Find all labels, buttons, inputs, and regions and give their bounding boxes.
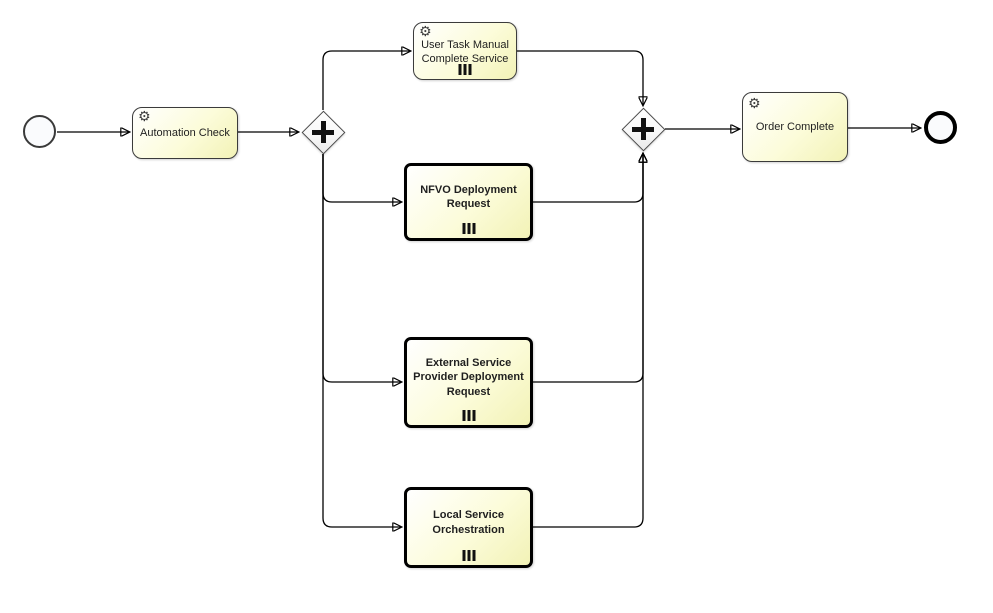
flow-split-gateway-to-nfvo (322, 154, 401, 202)
task-user-task-manual-complete-service[interactable]: ⚙ User Task Manual Complete Service (413, 22, 517, 80)
flow-split-gateway-to-external-service (322, 154, 401, 382)
task-label: External Service Provider Deployment Req… (413, 357, 524, 398)
plus-icon (640, 118, 646, 140)
task-local-service-orchestration[interactable]: Local Service Orchestration (404, 487, 533, 568)
flow-split-gateway-to-local-service (322, 154, 401, 527)
multi-instance-parallel-marker (462, 223, 475, 234)
task-label: Order Complete (755, 120, 835, 133)
task-label: Automation Check (140, 126, 230, 139)
task-label: NFVO Deployment Request (420, 183, 517, 210)
task-label: User Task Manual Complete Service (421, 38, 509, 65)
gear-icon: ⚙ (138, 109, 151, 125)
task-label: Local Service Orchestration (432, 509, 505, 536)
multi-instance-parallel-marker (462, 410, 475, 421)
flow-user-task-to-join-gateway (517, 50, 643, 105)
parallel-gateway-join[interactable] (621, 107, 666, 152)
multi-instance-parallel-marker (462, 550, 475, 561)
task-automation-check[interactable]: ⚙ Automation Check (132, 107, 238, 159)
flow-nfvo-to-join-gateway (533, 154, 643, 203)
task-nfvo-deployment-request[interactable]: NFVO Deployment Request (404, 163, 533, 241)
flow-local-service-to-join-gateway (533, 154, 643, 528)
parallel-gateway-split[interactable] (301, 110, 346, 155)
multi-instance-parallel-marker (458, 64, 472, 75)
flow-external-service-to-join-gateway (533, 154, 643, 383)
start-event[interactable] (23, 115, 56, 148)
end-event[interactable] (924, 111, 957, 144)
plus-icon (320, 121, 326, 143)
task-order-complete[interactable]: ⚙ Order Complete (742, 92, 848, 162)
gear-icon: ⚙ (748, 96, 761, 112)
gear-icon: ⚙ (419, 24, 432, 40)
flow-split-gateway-to-user-task (322, 51, 410, 110)
task-external-service-provider-deployment-request[interactable]: External Service Provider Deployment Req… (404, 337, 533, 428)
